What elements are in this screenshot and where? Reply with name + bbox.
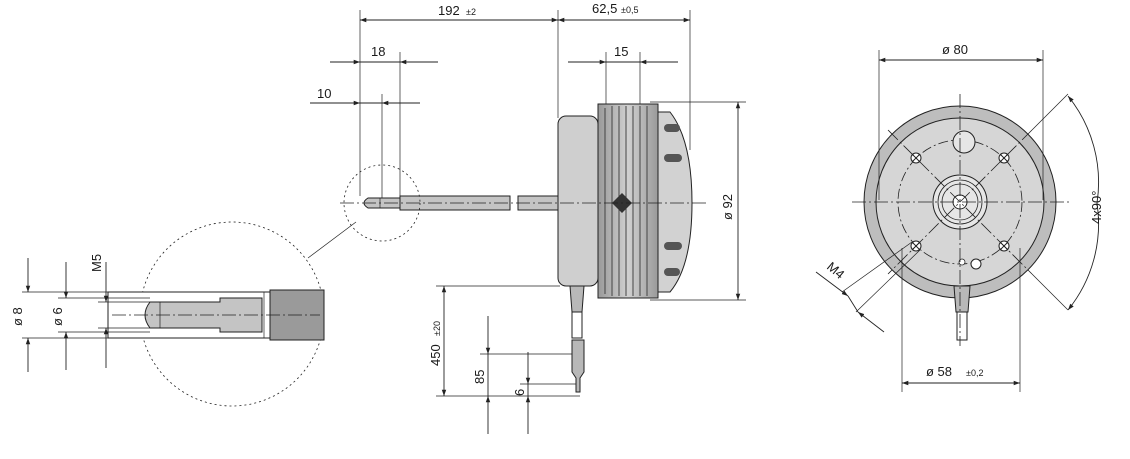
cable-connector xyxy=(571,339,585,393)
top-boss xyxy=(952,130,976,154)
label-dia58-tol: ±0,2 xyxy=(966,368,983,378)
label-18: 18 xyxy=(371,44,385,59)
label-450: 450 xyxy=(428,344,443,366)
motor-rear-cap xyxy=(657,111,693,293)
label-192: 192 xyxy=(438,3,460,18)
front-cable-outlet xyxy=(953,285,971,313)
label-M5: M5 xyxy=(89,254,104,272)
label-85: 85 xyxy=(472,370,487,384)
detail-view: ø 8 ø 6 M5 xyxy=(10,221,357,407)
label-dia8: ø 8 xyxy=(10,307,25,326)
motor-vents xyxy=(664,124,682,276)
cable xyxy=(571,311,583,339)
label-62-5: 62,5 xyxy=(592,1,617,16)
motor-ribs xyxy=(604,106,648,296)
label-62-5-tol: ±0,5 xyxy=(621,5,638,15)
label-4x90: 4x90° xyxy=(1089,191,1104,224)
side-view: 192 ±2 62,5 ±0,5 18 10 15 ø 92 xyxy=(310,1,746,434)
motor-front-plate xyxy=(557,115,599,287)
label-dia6: ø 6 xyxy=(50,307,65,326)
label-192-tol: ±2 xyxy=(466,7,476,17)
shaft-tip xyxy=(363,197,401,209)
label-dia92: ø 92 xyxy=(720,194,735,220)
label-dia80: ø 80 xyxy=(942,42,968,57)
label-15: 15 xyxy=(614,44,628,59)
ground-screw xyxy=(970,258,982,270)
front-view: ø 80 ø 58 ±0,2 4x90° M4 xyxy=(815,42,1104,392)
label-M4: M4 xyxy=(824,259,847,282)
label-6: 6 xyxy=(512,389,527,396)
detail-leader-line xyxy=(307,221,357,259)
label-dia58: ø 58 xyxy=(926,364,952,379)
label-10: 10 xyxy=(317,86,331,101)
label-450-tol: ±20 xyxy=(432,321,442,336)
cable-grommet xyxy=(569,285,585,313)
